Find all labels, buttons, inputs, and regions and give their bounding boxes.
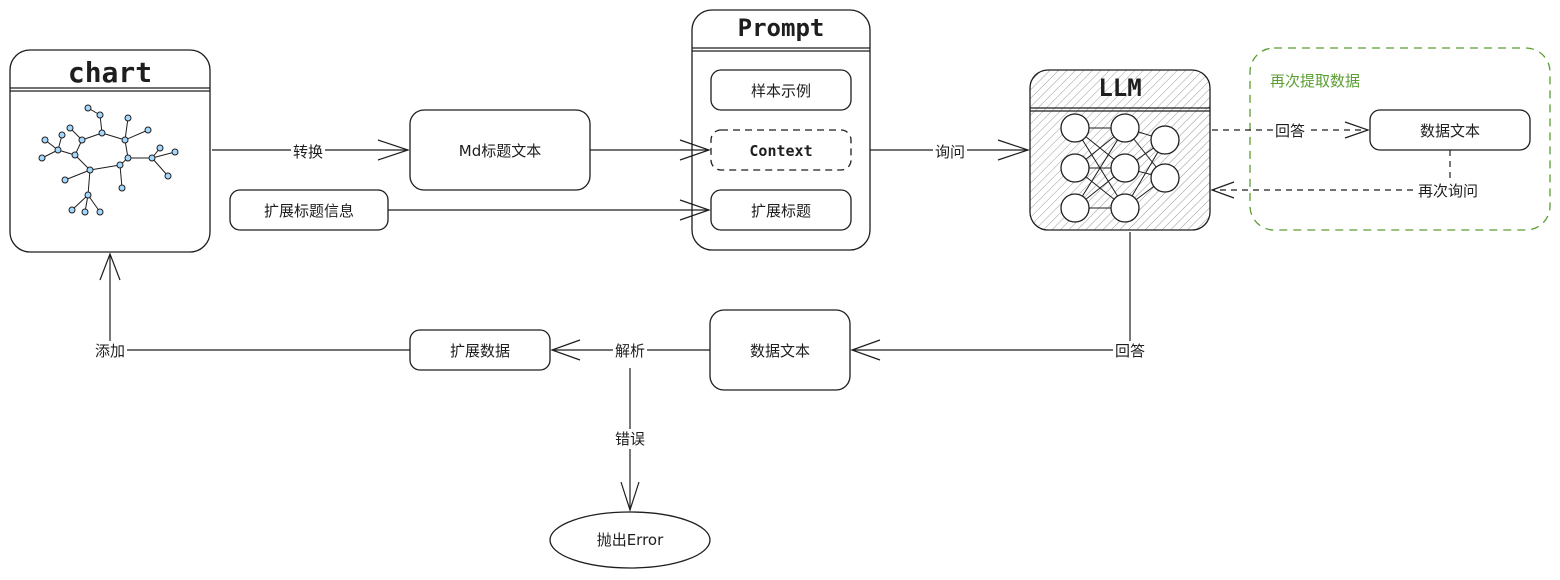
ext-title-info-node: 扩展标题信息 — [229, 189, 389, 231]
prompt-title: Prompt — [738, 14, 825, 42]
network-graph-icon — [38, 104, 179, 216]
edge-add-label: 添加 — [95, 342, 125, 360]
edge-query-again-label: 再次询问 — [1418, 182, 1478, 200]
ext-title-info-label: 扩展标题信息 — [264, 202, 354, 220]
llm-node: LLM — [1029, 69, 1211, 231]
context-box — [710, 129, 852, 171]
edge-md-to-context — [590, 139, 711, 161]
edge-add: 添加 — [92, 252, 410, 361]
edge-error-label: 错误 — [615, 430, 645, 448]
edge-answer-bottom: 回答 — [850, 232, 1148, 361]
chart-title: chart — [68, 56, 152, 89]
md-title-text-node: Md标题文本 — [409, 109, 591, 191]
edge-query: 询问 — [870, 139, 1030, 162]
llm-title: LLM — [1098, 74, 1141, 102]
edge-parse: 解析 — [550, 339, 710, 361]
re-extract-label: 再次提取数据 — [1270, 72, 1360, 90]
edge-error: 错误 — [612, 368, 648, 512]
chart-node: chart — [9, 49, 211, 253]
sample-example-box — [710, 69, 852, 111]
edge-answer-bottom-label: 回答 — [1115, 342, 1145, 360]
edge-query-label: 询问 — [935, 143, 965, 161]
context-label: Context — [749, 142, 812, 160]
edge-convert-label: 转换 — [293, 143, 323, 161]
ext-title-box — [710, 189, 852, 231]
edge-query-again: 再次询问 — [1210, 150, 1481, 201]
data-text-bottom-node: 数据文本 — [709, 309, 851, 391]
sample-example-label: 样本示例 — [751, 82, 811, 100]
re-extract-group: 再次提取数据 数据文本 — [1249, 47, 1551, 231]
throw-error-node: 抛出Error — [549, 511, 711, 569]
data-text-right-label: 数据文本 — [1420, 122, 1480, 140]
neural-network-icon — [1060, 113, 1180, 223]
ext-data-node: 扩展数据 — [409, 329, 551, 371]
ext-data-label: 扩展数据 — [450, 342, 510, 360]
ext-title-label: 扩展标题 — [751, 202, 811, 220]
prompt-node: Prompt 样本示例 Context 扩展标题 — [691, 9, 871, 251]
edge-answer-right: 回答 — [1212, 121, 1370, 141]
edge-parse-label: 解析 — [615, 342, 645, 360]
edge-convert: 转换 — [212, 139, 410, 162]
throw-error-label: 抛出Error — [597, 531, 664, 549]
md-title-text-label: Md标题文本 — [459, 142, 541, 160]
edge-ext-title — [388, 199, 711, 221]
edge-answer-right-label: 回答 — [1275, 122, 1305, 140]
data-text-bottom-label: 数据文本 — [750, 342, 810, 360]
